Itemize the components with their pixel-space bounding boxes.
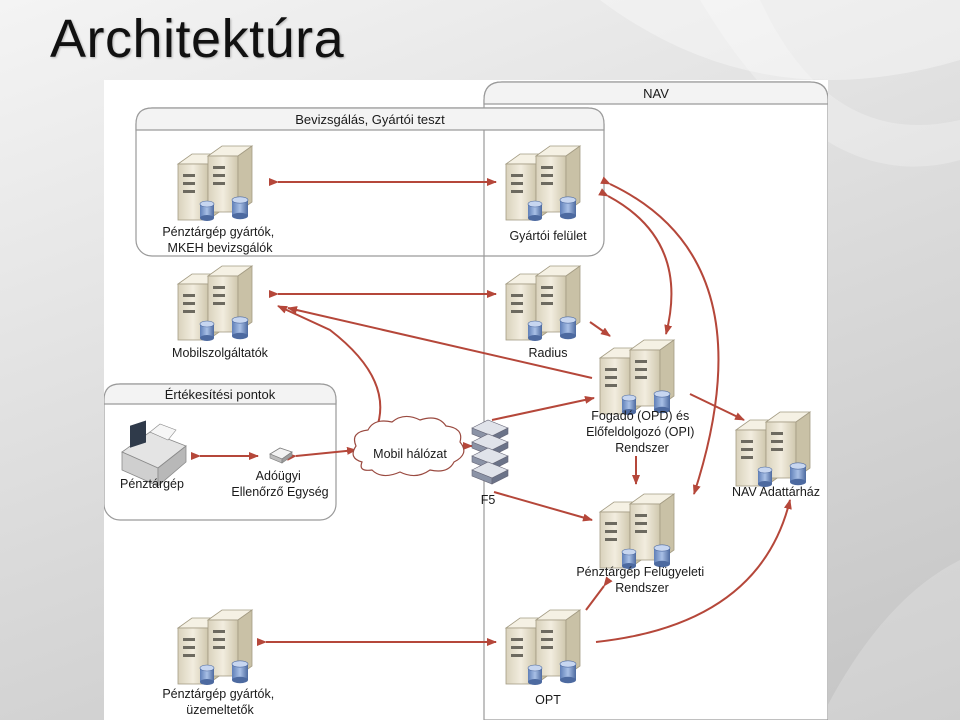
connections xyxy=(191,176,792,646)
server-icon-opt xyxy=(505,609,581,686)
label-opd-opi: Fogadó (OPD) és Előfeldolgozó (OPI) Rend… xyxy=(586,409,698,455)
cash-register-icon xyxy=(121,420,187,487)
group-nav-label: NAV xyxy=(643,86,669,101)
diagram-svg: NAV Bevizsgálás, Gyártói teszt Értékesít… xyxy=(104,81,828,720)
server-icon-radius xyxy=(505,265,581,342)
label-cash-register: Pénztárgép xyxy=(120,477,184,491)
arrow-opd-warehouse xyxy=(689,393,745,421)
label-manufacturer-interface: Gyártói felület xyxy=(509,229,587,243)
label-supervision: Pénztárgép Felügyeleti Rendszer xyxy=(576,565,707,595)
slide-title: Architektúra xyxy=(50,9,345,69)
arrow-interface-supervision xyxy=(600,176,720,495)
arrow-f5-supervision xyxy=(493,491,593,522)
arrow-network-mobile xyxy=(277,305,382,431)
server-icon-manufacturer-interface xyxy=(505,145,581,222)
server-icon-nav-warehouse xyxy=(735,411,811,488)
label-opt: OPT xyxy=(535,693,561,707)
arrow-radius-opd xyxy=(589,321,611,337)
group-test-label: Bevizsgálás, Gyártói teszt xyxy=(295,112,445,127)
arrow-opt-warehouse xyxy=(595,499,792,643)
arrow-interface-opd xyxy=(598,188,673,335)
label-mobile-network: Mobil hálózat xyxy=(373,447,447,461)
group-sales: Értékesítési pontok xyxy=(104,383,337,521)
label-manufacturers-ops: Pénztárgép gyártók, üzemeltetők xyxy=(162,687,277,717)
tax-control-unit-icon xyxy=(269,447,293,464)
server-icon-mobile-providers xyxy=(177,265,253,342)
label-f5: F5 xyxy=(481,493,496,507)
server-icon-manufacturers-ops xyxy=(177,609,253,686)
arrow-opt-supervision xyxy=(585,576,613,611)
architecture-diagram: NAV Bevizsgálás, Gyártói teszt Értékesít… xyxy=(104,80,828,720)
arrow-f5-opd xyxy=(491,395,595,421)
arrow-opd-mobile xyxy=(287,306,593,379)
group-sales-label: Értékesítési pontok xyxy=(165,387,276,402)
label-radius: Radius xyxy=(529,346,568,360)
group-test: Bevizsgálás, Gyártói teszt xyxy=(135,107,605,257)
arrow-unit-network xyxy=(286,446,357,461)
f5-appliance-icon xyxy=(471,419,509,485)
server-icon-opd-opi xyxy=(599,339,675,416)
label-nav-warehouse: NAV Adattárház xyxy=(732,485,820,499)
server-icon-supervision xyxy=(599,493,675,570)
cloud-icon xyxy=(352,415,465,477)
label-manufacturers-test: Pénztárgép gyártók, MKEH bevizsgálók xyxy=(162,225,277,255)
label-mobile-providers: Mobilszolgáltatók xyxy=(172,346,269,360)
label-tax-control-unit: Adóügyi Ellenőrző Egység xyxy=(231,469,328,499)
server-icon-manufacturers-test xyxy=(177,145,253,222)
